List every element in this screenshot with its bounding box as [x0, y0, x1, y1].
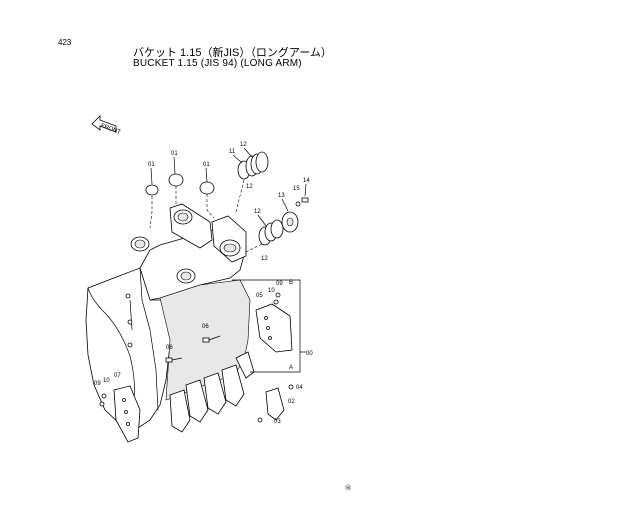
label-13: 13 [278, 193, 285, 199]
label-01-right: 01 [203, 162, 210, 168]
label-12-top: 12 [240, 142, 247, 148]
shim-stack-upper [237, 151, 269, 180]
side-cutter-right [255, 303, 293, 353]
label-12-lower-top: 12 [254, 209, 261, 215]
label-15: 15 [293, 186, 300, 192]
front-arrow-icon: FRONT [91, 115, 122, 136]
label-02: 02 [288, 399, 295, 405]
label-05: 05 [256, 293, 263, 299]
corner-mark: ⑯ [345, 484, 351, 492]
upper-bracket [130, 203, 247, 284]
title-japanese: バケット 1.15（新JIS）（ロングアーム） [133, 47, 332, 59]
label-06-upper: 06 [202, 324, 209, 330]
label-09-right: 09 [276, 281, 283, 287]
bucket-teeth [169, 351, 255, 433]
label-00: 00 [306, 351, 313, 357]
label-12-upper-bottom: 12 [246, 184, 253, 190]
label-04: 04 [296, 385, 303, 391]
bolt-06-upper [202, 335, 221, 343]
label-10-right: 10 [268, 288, 275, 294]
label-10-left: 10 [103, 378, 110, 384]
ref-B: B [289, 280, 293, 286]
label-14: 14 [303, 178, 310, 184]
page-number: 423 [58, 38, 72, 47]
reference-bracket [232, 279, 306, 373]
shim-stack-lower [258, 211, 299, 246]
label-06-lower: 06 [166, 345, 173, 351]
bolt-06-lower [165, 357, 183, 363]
label-12-lower-bottom: 12 [261, 256, 268, 262]
label-01-left: 01 [148, 162, 155, 168]
side-cutter-left [113, 385, 141, 443]
title-english: BUCKET 1.15 (JIS 94) (LONG ARM) [133, 58, 302, 69]
tooth-assembly-detail [257, 384, 294, 423]
bushing-parts [145, 173, 215, 196]
label-01-middle: 01 [171, 151, 178, 157]
label-11: 11 [229, 149, 236, 155]
label-03: 03 [274, 419, 281, 425]
ref-A: A [289, 365, 293, 371]
label-09-left: 09 [94, 381, 101, 387]
label-07: 07 [114, 373, 121, 379]
